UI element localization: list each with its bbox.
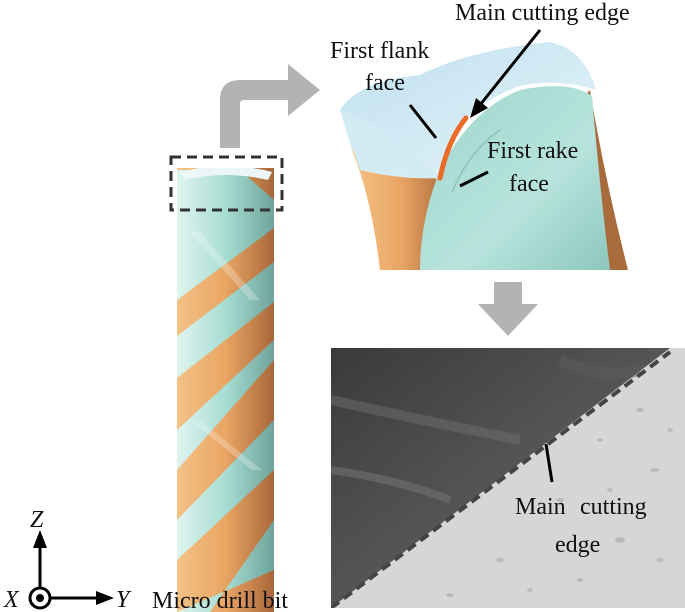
main-cutting-edge-label: Main cutting edge bbox=[455, 0, 630, 26]
zoom-arrow bbox=[220, 64, 320, 148]
first-flank-pointer bbox=[408, 104, 438, 139]
first-flank-label-line1: First flank bbox=[330, 38, 429, 64]
micro-drill-caption: Micro drill bit bbox=[152, 588, 288, 612]
sem-cutting-edge-line bbox=[331, 350, 672, 608]
main-cutting-edge-arrow bbox=[474, 29, 542, 111]
sem-edge-label-line2: cutting bbox=[580, 494, 647, 520]
coordinate-axes bbox=[28, 530, 114, 610]
sem-arrow bbox=[478, 282, 538, 336]
first-rake-pointer bbox=[459, 170, 489, 188]
sem-edge-label-line3: edge bbox=[555, 532, 600, 558]
axis-z-label: Z bbox=[30, 507, 44, 533]
sem-edge-pointer bbox=[544, 443, 554, 483]
cutting-edge-zoom bbox=[335, 40, 628, 270]
first-rake-label-line1: First rake bbox=[487, 138, 578, 164]
first-flank-label-line2: face bbox=[365, 70, 405, 96]
main-cutting-edge-arrowhead bbox=[470, 98, 488, 118]
axis-y-label: Y bbox=[116, 587, 132, 612]
main-cutting-edge-highlight bbox=[437, 115, 469, 181]
sem-edge-label-line1: Main bbox=[515, 494, 566, 520]
tip-highlight-box bbox=[169, 155, 284, 212]
micro-drill-bit bbox=[177, 168, 274, 612]
axis-x-label: X bbox=[3, 587, 20, 612]
first-rake-label-line2: face bbox=[509, 171, 549, 197]
sem-image bbox=[331, 348, 685, 608]
